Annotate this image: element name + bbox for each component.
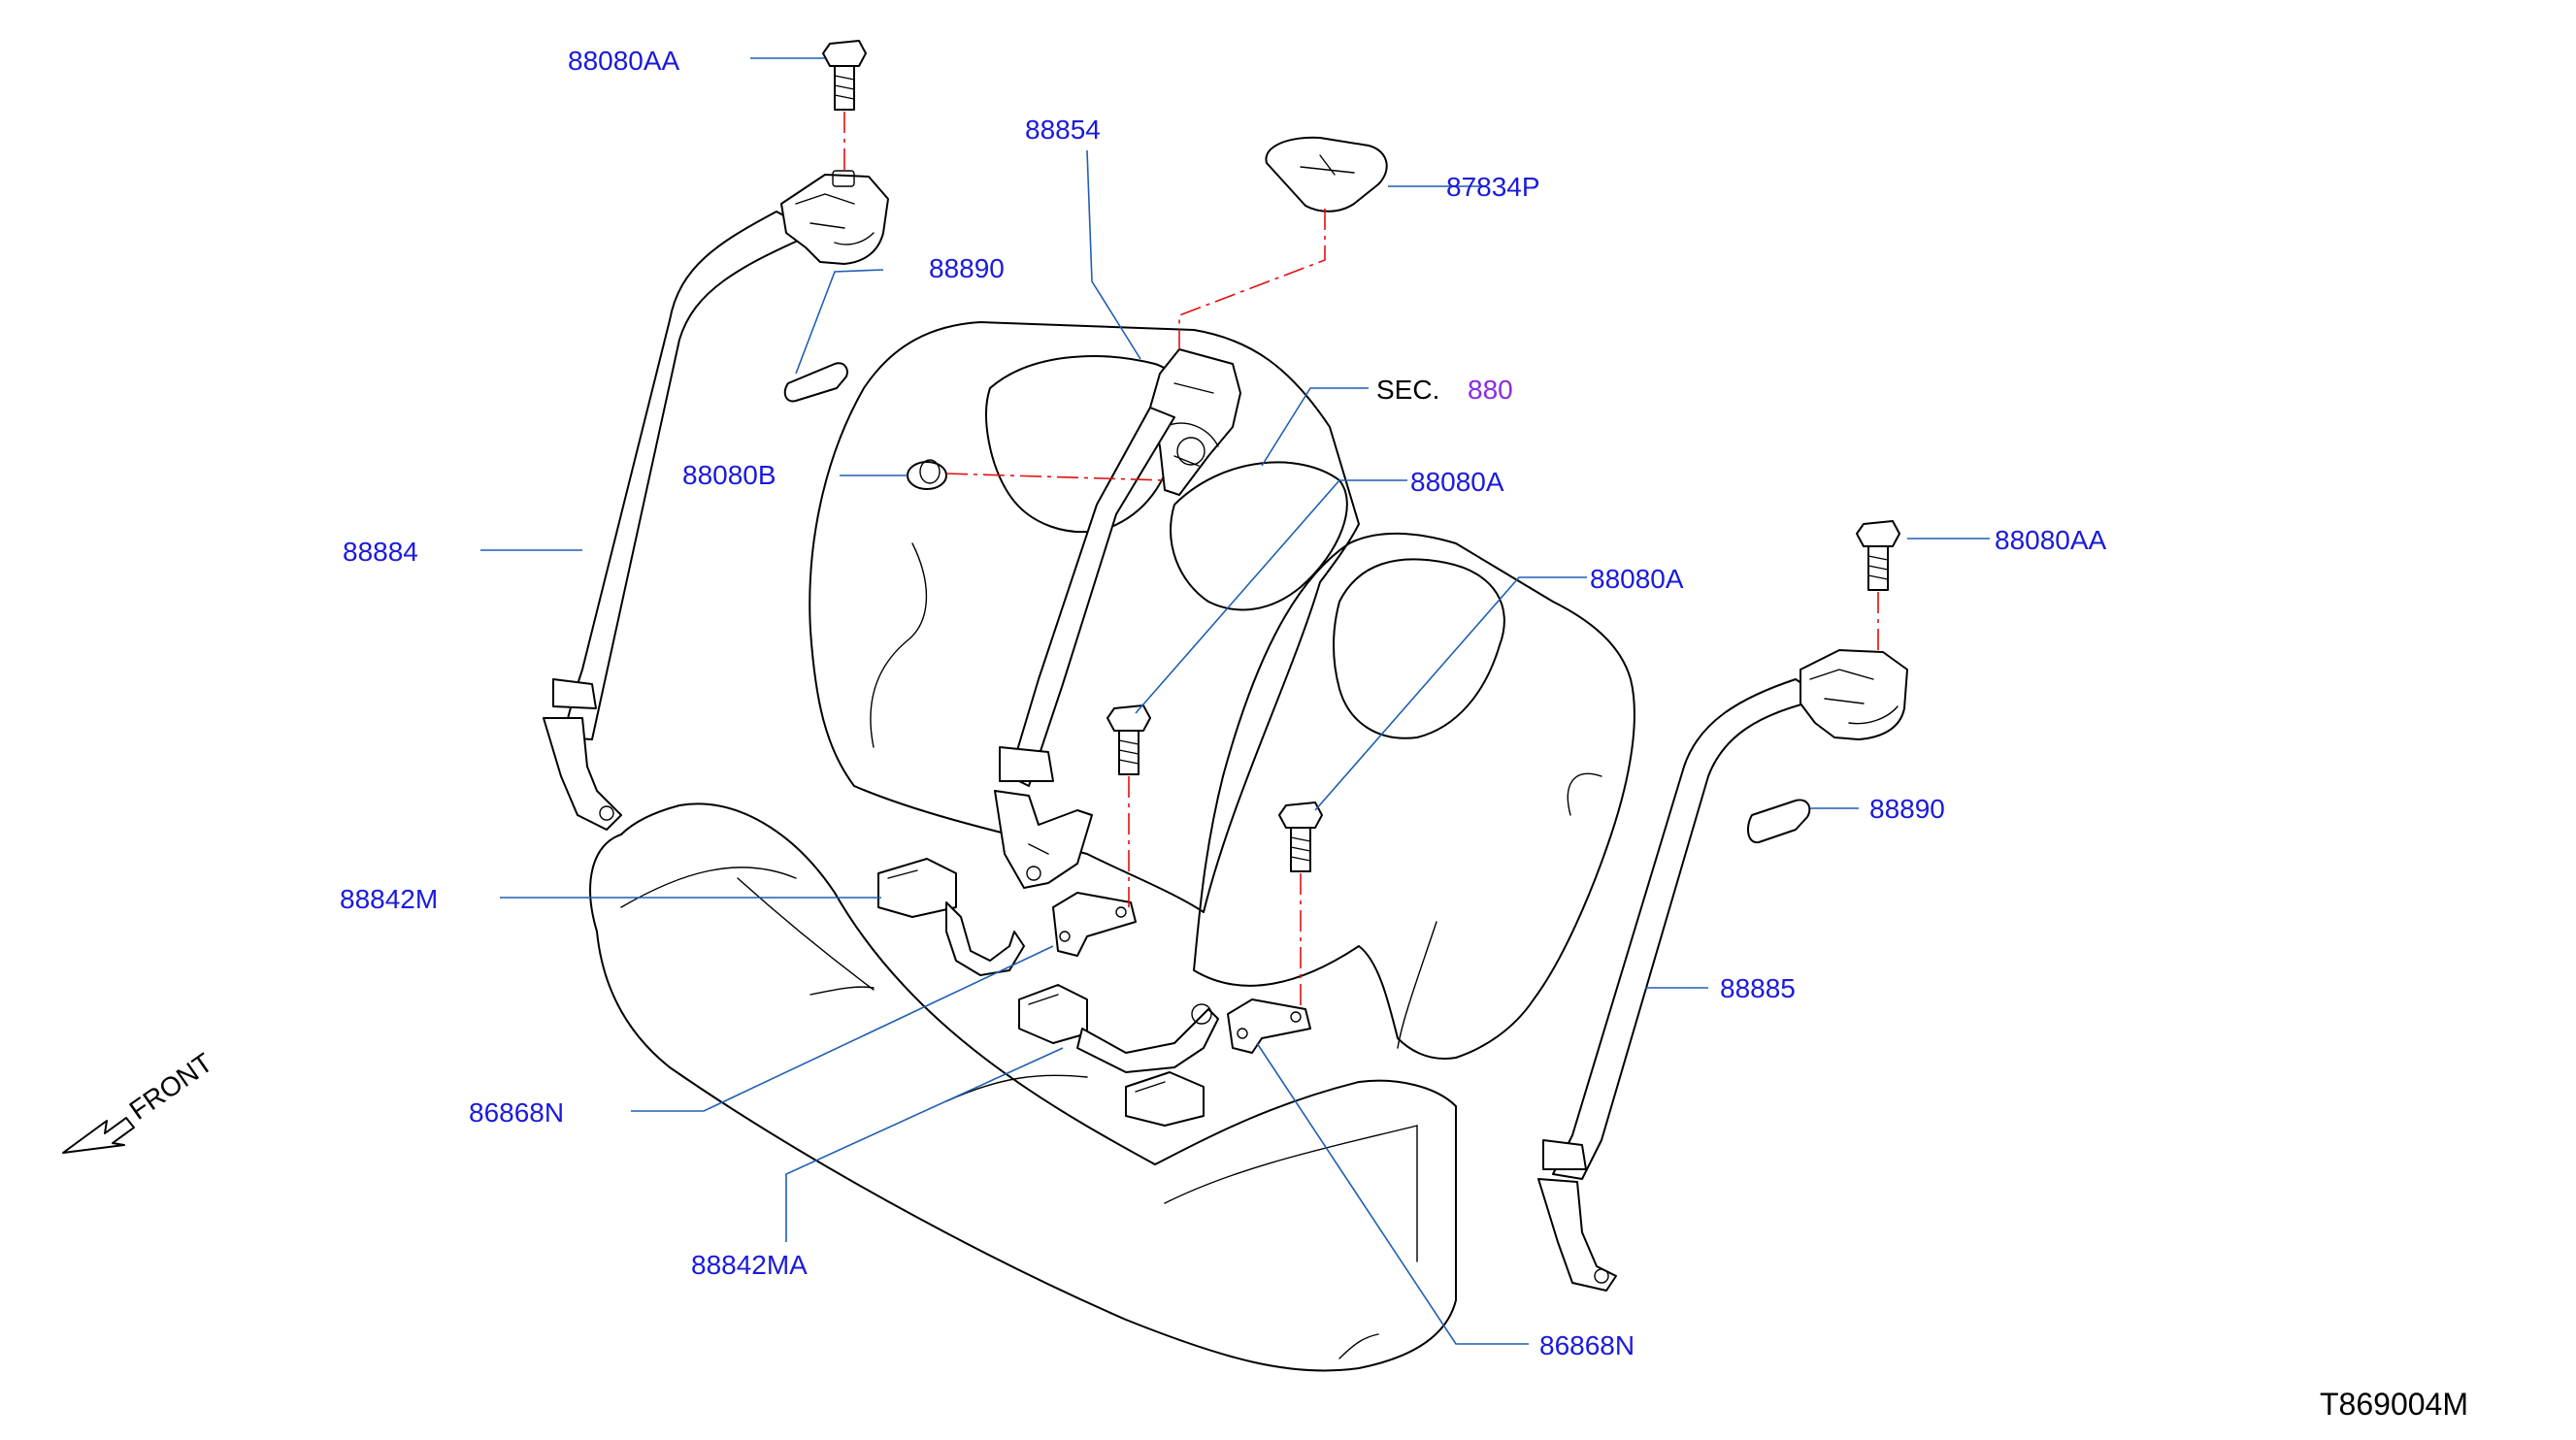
belt-guide-right: [1542, 1139, 1587, 1170]
bolt-center: [1106, 704, 1151, 775]
seat-belt-right: [1537, 649, 1908, 1292]
front-label: FRONT: [124, 1047, 218, 1126]
label-88080B: 88080B: [682, 460, 776, 490]
bolt-top-right: [1856, 520, 1900, 591]
part-labels: 88080AA 88854 87834P 88890 SEC. 880 8808…: [340, 46, 2468, 1422]
assembly-lines: [843, 112, 1879, 1009]
headrest-center: [1170, 461, 1348, 611]
buckle-left: [877, 858, 957, 918]
button-right: [1746, 799, 1811, 844]
label-87834P: 87834P: [1446, 172, 1540, 202]
label-88842M: 88842M: [340, 884, 438, 914]
label-88080AA-top-right: 88080AA: [1995, 525, 2107, 555]
label-sec-number[interactable]: 880: [1468, 375, 1513, 405]
label-86868N-left: 86868N: [469, 1097, 564, 1128]
label-86868N-right: 86868N: [1539, 1330, 1635, 1360]
label-88890-top-left: 88890: [929, 253, 1005, 283]
tongue-left: [543, 717, 622, 831]
label-88854: 88854: [1025, 115, 1101, 145]
diagram-code: T869004M: [2320, 1387, 2468, 1422]
seatback-right: [1193, 532, 1635, 1060]
clip: [907, 459, 947, 490]
label-88842MA: 88842MA: [691, 1250, 808, 1280]
buckle-left-assembly: [877, 858, 1137, 976]
retractor-cover: [1265, 136, 1388, 213]
buckle-center-a: [1018, 984, 1088, 1044]
bolt-top-left: [822, 40, 867, 111]
bracket-right: [1227, 998, 1311, 1054]
buckle-center-b: [1125, 1071, 1205, 1127]
label-88885: 88885: [1720, 973, 1796, 1003]
buckle-center-assembly: [1018, 984, 1311, 1127]
label-sec-prefix: SEC.: [1376, 375, 1439, 405]
label-88080AA-top-left: 88080AA: [568, 46, 680, 76]
retractor-left: [780, 174, 889, 265]
seatback-left: [809, 321, 1360, 913]
headrest-right: [1333, 558, 1505, 739]
seat-cushion: [589, 802, 1457, 1372]
leader-lines: [480, 57, 1990, 1345]
label-88080A-center: 88080A: [1410, 467, 1504, 497]
seat-belt-left: [543, 170, 889, 831]
button-top-left: [783, 362, 848, 403]
rear-seat: [589, 321, 1635, 1372]
seat-belt-center: [994, 348, 1241, 889]
front-indicator: FRONT: [62, 1047, 218, 1154]
label-88080A-mid: 88080A: [1590, 564, 1684, 594]
label-88884: 88884: [343, 537, 418, 567]
belt-webbing-center: [1008, 407, 1175, 787]
retractor-right: [1800, 649, 1908, 740]
label-88890-right: 88890: [1869, 794, 1945, 824]
tongue-right: [1537, 1178, 1617, 1292]
belt-guide-center: [999, 746, 1054, 782]
front-arrow-icon: [62, 1117, 135, 1154]
headrest-left: [985, 355, 1185, 534]
belt-guide-left: [552, 678, 597, 709]
bolt-mid: [1278, 802, 1323, 872]
belt-webbing-right: [1552, 678, 1826, 1180]
tongue-center: [994, 790, 1093, 889]
bracket-left: [1052, 892, 1137, 957]
